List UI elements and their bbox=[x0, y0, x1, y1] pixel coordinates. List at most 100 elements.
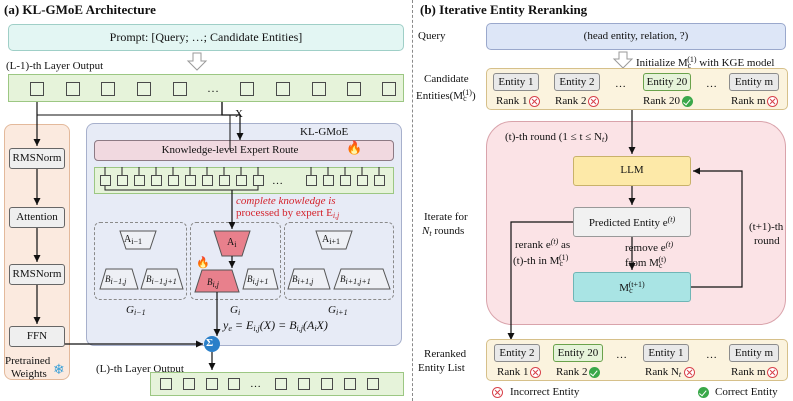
left-panel-title: (a) KL-GMoE Architecture bbox=[4, 2, 156, 17]
expert-b-0: Bi−1,j bbox=[105, 274, 127, 286]
fire-icon: 🔥 bbox=[346, 140, 363, 155]
out-layer-label: (L)-th Layer Output bbox=[96, 363, 184, 375]
sigma-sum-icon: Σ bbox=[206, 337, 214, 349]
expert-b-3: Bi,j+1 bbox=[247, 274, 269, 286]
legend-correct-icon bbox=[698, 387, 709, 398]
next-round-label-1: (t+1)-th bbox=[749, 221, 784, 233]
candidate-entity-m: Entity m bbox=[729, 73, 779, 91]
mc-next-box bbox=[573, 272, 691, 302]
expert-a-prev: Ai−1 bbox=[124, 234, 142, 246]
incorrect-icon bbox=[767, 367, 778, 378]
ffn-box bbox=[9, 326, 65, 347]
reranked-rank-m: Rank m bbox=[731, 366, 766, 378]
pretrained-label: Pretrained bbox=[5, 355, 51, 367]
expert-a-next: Ai+1 bbox=[322, 234, 340, 246]
incorrect-icon bbox=[767, 96, 778, 107]
reranked-entity-2: Entity 2 bbox=[494, 344, 540, 362]
candidate-rank-m: Rank m bbox=[731, 95, 766, 107]
remove-label-1: remove e(t) bbox=[625, 240, 674, 254]
correct-icon bbox=[589, 367, 600, 378]
panel-divider bbox=[412, 0, 413, 401]
expert-route-box bbox=[94, 140, 394, 161]
red-note-line2: processed by expert Ei,j bbox=[236, 207, 340, 220]
iterate-label-1: Iterate for bbox=[424, 211, 468, 223]
klgmoe-label: KL-GMoE bbox=[300, 126, 349, 138]
reranked-entity-20: Entity 20 bbox=[553, 344, 603, 362]
group-label-next: Gi+1 bbox=[328, 304, 348, 317]
reranked-label-2: Entity List bbox=[418, 362, 465, 374]
reranked-dots-1: … bbox=[616, 349, 627, 361]
expert-b-4: Bi+1,j bbox=[292, 274, 314, 286]
remove-label-2: from Mc(t) bbox=[625, 255, 667, 270]
query-box bbox=[486, 23, 786, 50]
query-text: (head entity, relation, ?) bbox=[583, 30, 689, 42]
expert-equation: ye = Ei,j(X) = Bi,j(AiX) bbox=[223, 318, 328, 333]
expert-b-2: Bi,j bbox=[207, 277, 219, 289]
down-arrow-icon-2 bbox=[612, 51, 634, 69]
red-note-line1: complete knowledge is bbox=[236, 195, 336, 207]
reranked-dots-2: … bbox=[706, 349, 717, 361]
expert-a-cur: Ai bbox=[227, 237, 237, 249]
incorrect-icon bbox=[684, 367, 695, 378]
prompt-box bbox=[8, 24, 404, 51]
mc-next-label: Mc(t+1) bbox=[619, 280, 645, 295]
ffn-label: FFN bbox=[26, 330, 48, 342]
query-label: Query bbox=[418, 30, 446, 42]
predicted-label: Predicted Entity e(t) bbox=[588, 215, 676, 229]
rmsnorm-1-box bbox=[9, 148, 65, 169]
legend-incorrect-label: Incorrect Entity bbox=[510, 386, 580, 398]
rmsnorm-1-label: RMSNorm bbox=[12, 152, 62, 164]
candidate-rank-2: Rank 2 bbox=[555, 95, 587, 107]
group-label-prev: Gi−1 bbox=[126, 304, 146, 317]
expert-group-next bbox=[284, 222, 394, 300]
prev-layer-dots: … bbox=[207, 81, 219, 95]
out-layer-dots: … bbox=[250, 378, 261, 390]
prev-layer-label: (L-1)-th Layer Output bbox=[6, 60, 104, 72]
attention-box bbox=[9, 207, 65, 228]
rmsnorm-2-label: RMSNorm bbox=[12, 268, 62, 280]
incorrect-icon bbox=[588, 96, 599, 107]
rmsnorm-2-box bbox=[9, 264, 65, 285]
round-label: (t)-th round (1 ≤ t ≤ Nt) bbox=[505, 131, 608, 144]
reranked-label-1: Reranked bbox=[424, 348, 467, 360]
right-panel-title: (b) Iterative Entity Reranking bbox=[420, 2, 588, 17]
group-label-cur: Gi bbox=[230, 304, 241, 317]
candidate-dots-1: … bbox=[615, 78, 626, 90]
incorrect-icon bbox=[530, 367, 541, 378]
llm-box bbox=[573, 156, 691, 186]
down-arrow-icon bbox=[186, 52, 208, 71]
predicted-box bbox=[573, 207, 691, 237]
incorrect-icon bbox=[529, 96, 540, 107]
reranked-rank-2: Rank 2 bbox=[556, 366, 588, 378]
expert-b-5: Bi+1,j+1 bbox=[340, 274, 371, 286]
prompt-text: Prompt: [Query; …; Candidate Entities] bbox=[109, 30, 303, 44]
next-round-label-2: round bbox=[754, 235, 780, 247]
token-row-dots: … bbox=[272, 175, 283, 187]
candidate-entity-2: Entity 2 bbox=[554, 73, 600, 91]
candidate-dots-2: … bbox=[706, 78, 717, 90]
candidate-entity-1: Entity 1 bbox=[493, 73, 539, 91]
legend-incorrect-icon bbox=[492, 387, 503, 398]
candidate-label-1: Candidate bbox=[424, 73, 469, 85]
snowflake-icon: ❄ bbox=[53, 363, 65, 378]
expert-b-1: Bi−1,j+1 bbox=[146, 274, 177, 286]
reranked-entity-m: Entity m bbox=[729, 344, 779, 362]
candidate-label-2: Entities(Mc(1)) bbox=[416, 88, 476, 103]
iterate-label-2: Nt rounds bbox=[422, 225, 465, 238]
llm-label: LLM bbox=[620, 164, 644, 176]
weights-label: Weights bbox=[11, 368, 47, 380]
fire-icon-expert: 🔥 bbox=[196, 257, 210, 269]
candidate-entity-20: Entity 20 bbox=[643, 73, 691, 91]
candidate-rank-20: Rank 20 bbox=[643, 95, 680, 107]
candidate-rank-1: Rank 1 bbox=[496, 95, 528, 107]
attention-label: Attention bbox=[16, 211, 58, 223]
reranked-rank-1: Rank 1 bbox=[497, 366, 529, 378]
init-text: Initialize Mc(1) with KGE model bbox=[636, 55, 775, 70]
reranked-entity-1: Entity 1 bbox=[643, 344, 689, 362]
expert-group-prev bbox=[94, 222, 187, 300]
x-label: X bbox=[235, 108, 243, 120]
reranked-rank-nt: Rank Nt bbox=[645, 366, 682, 379]
legend-correct-label: Correct Entity bbox=[715, 386, 778, 398]
